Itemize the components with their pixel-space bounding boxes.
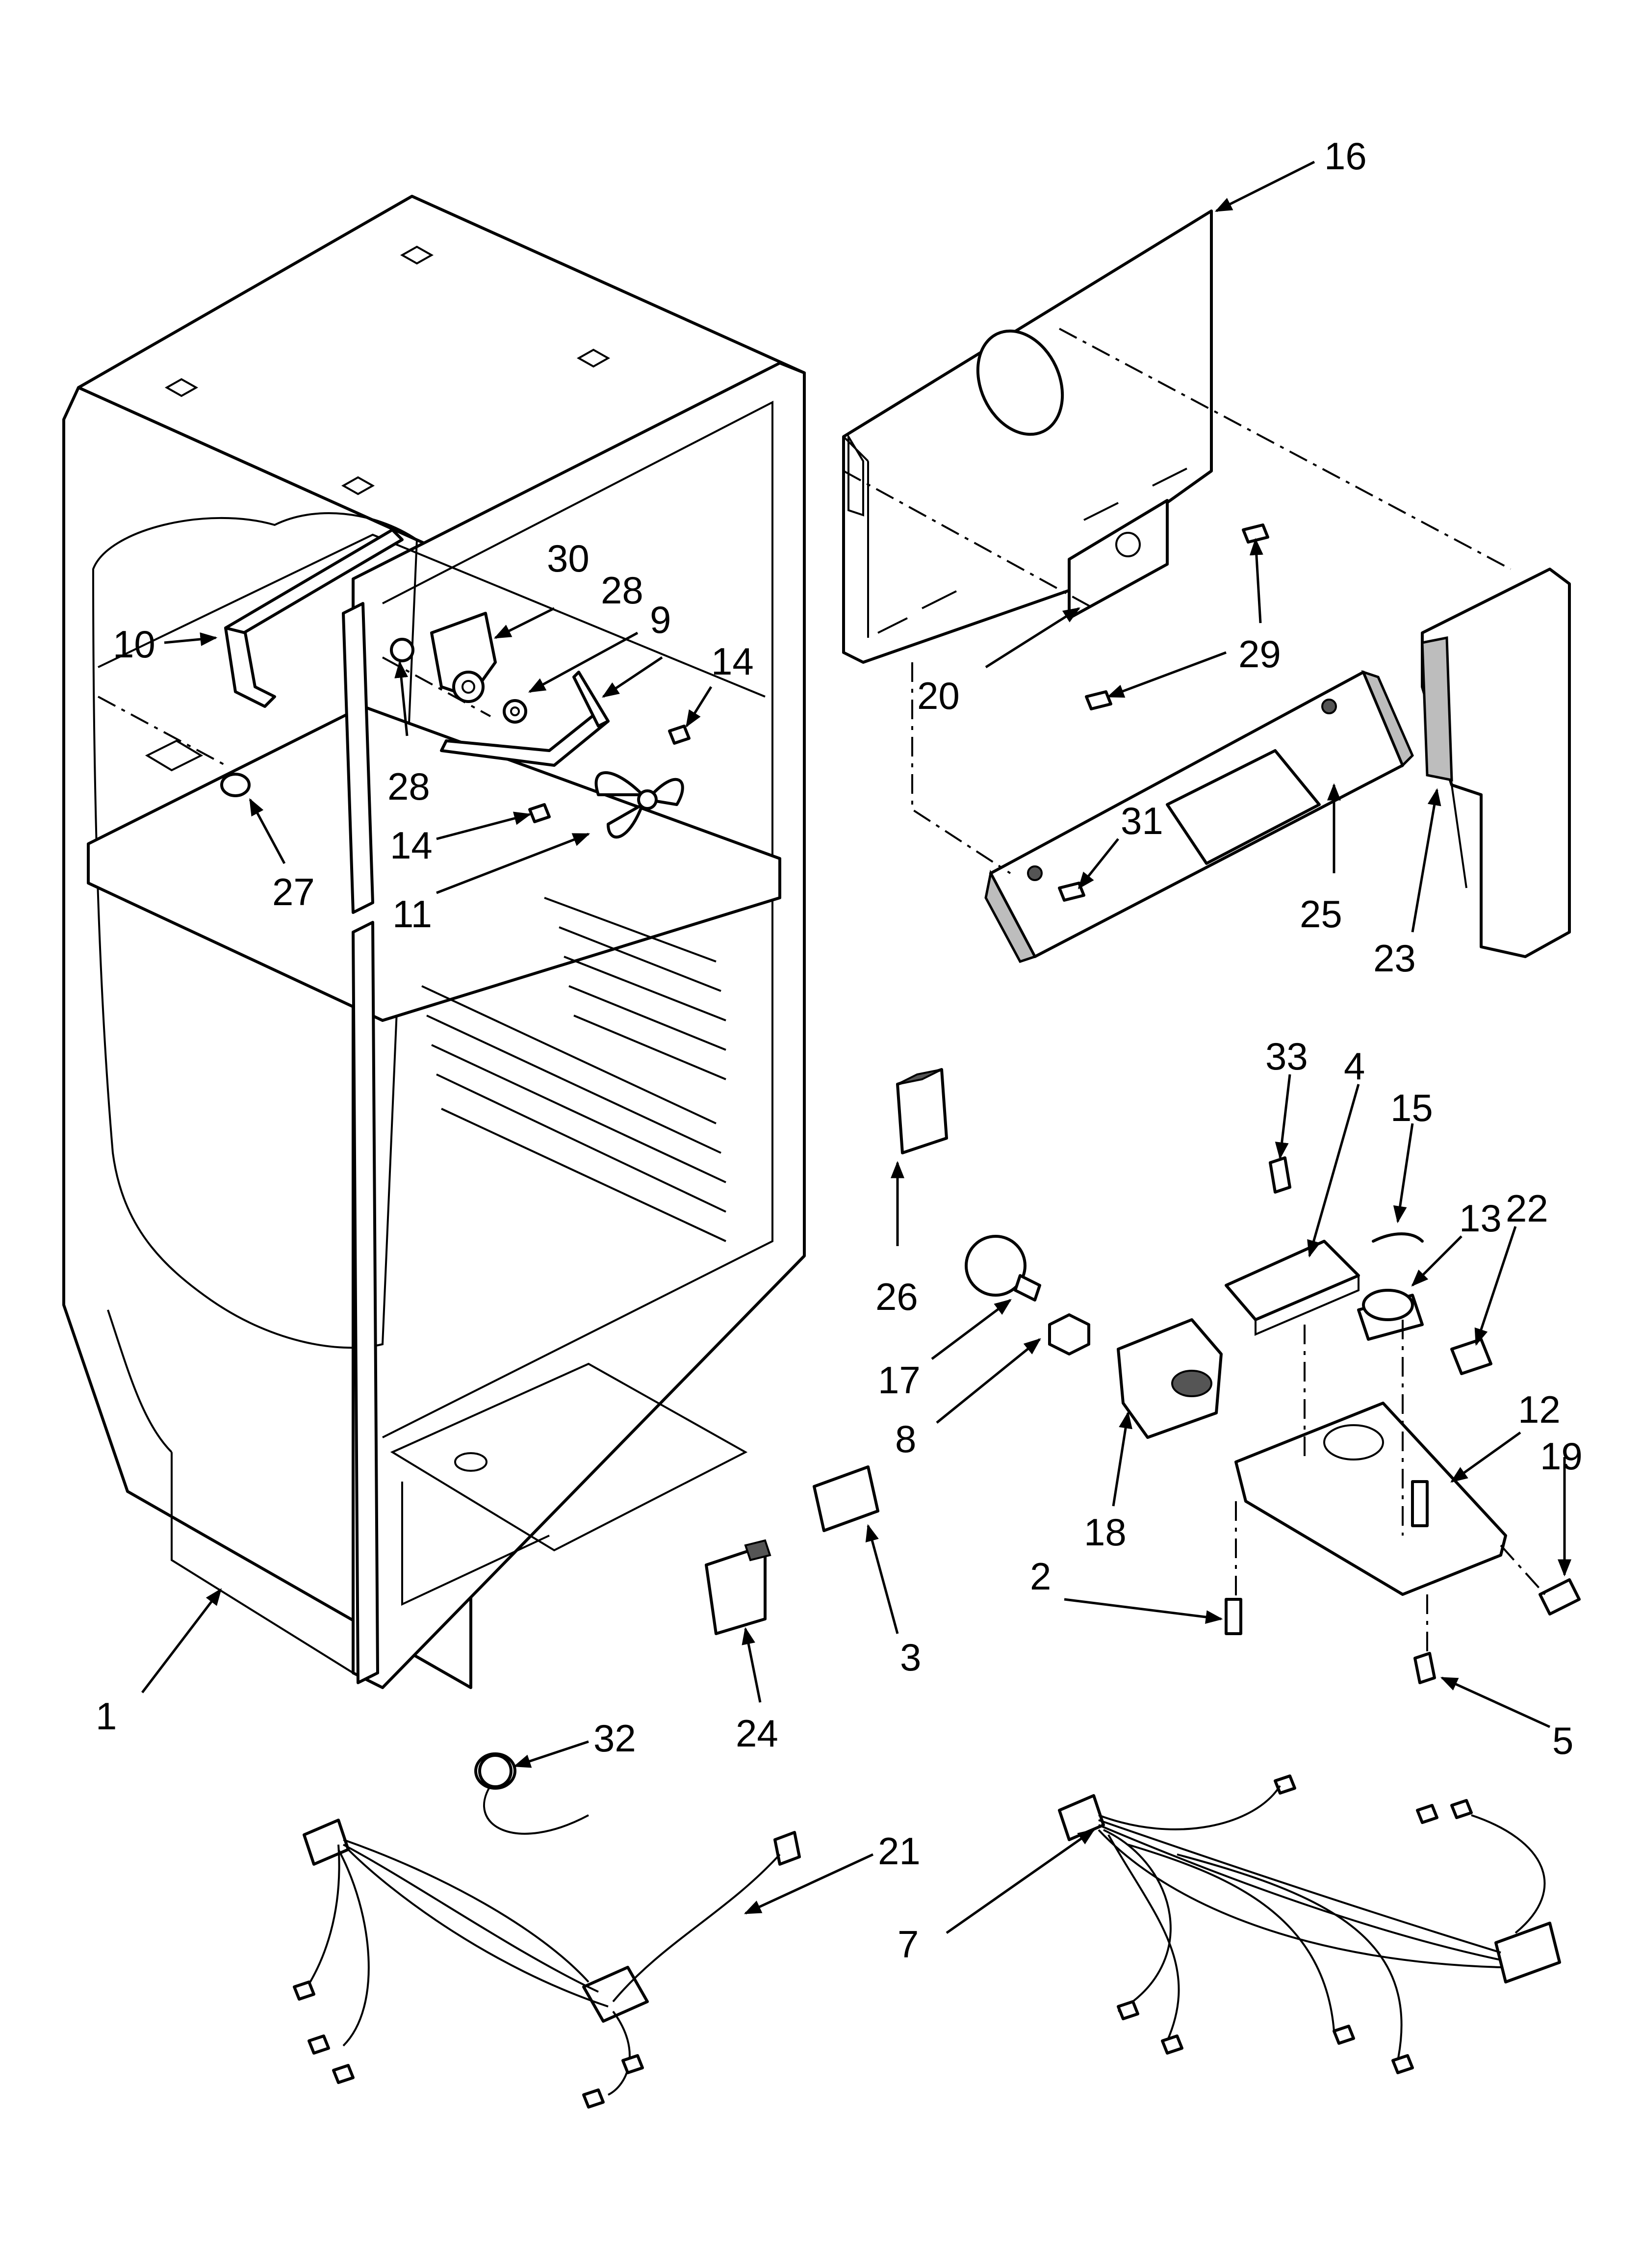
air-duct [1421,568,1571,958]
callout-20: 20 [917,674,960,717]
relay-3 [813,1465,879,1532]
screw-5 [1413,1652,1436,1684]
assembly-lines [98,328,1546,1653]
wire-harness-21 [293,1752,801,2109]
wire-15 [1372,1232,1424,1243]
control-board [1225,1240,1360,1336]
callout-22: 22 [1506,1187,1548,1230]
callout-32: 32 [593,1717,636,1760]
callout-21: 21 [878,1829,921,1873]
air-diffuser [984,670,1414,964]
callout-33: 33 [1265,1035,1308,1078]
callout-2: 2 [1030,1555,1051,1598]
callout-15: 15 [1390,1086,1433,1129]
control-housing [1234,1402,1507,1596]
screw-31 [1058,882,1085,902]
callout-27: 27 [272,870,315,913]
callout-1: 1 [96,1694,117,1738]
fan-motor-bracket [440,671,610,767]
pin-2 [1225,1598,1242,1635]
callout-arrows [141,160,1571,1934]
callout-23: 23 [1373,937,1416,980]
cold-control [430,612,497,703]
callout-14a: 14 [711,640,754,683]
callout-25: 25 [1300,892,1342,936]
callout-18: 18 [1084,1511,1127,1554]
relay-26 [896,1068,948,1154]
lamp-socket [1048,1313,1090,1356]
wire-harness-7 [1058,1774,1561,2074]
thermostat [1357,1289,1424,1341]
callout-28a: 28 [601,569,643,612]
cabinet-liner [62,195,806,1689]
callout-28b: 28 [387,765,430,808]
screw-33 [1269,1156,1291,1194]
callout-19: 19 [1540,1434,1583,1478]
callout-11: 11 [392,892,432,936]
callout-4: 4 [1344,1044,1365,1088]
screws-14 [528,725,691,823]
callout-24: 24 [736,1712,778,1755]
evaporator-cover [842,209,1213,664]
control-knobs [390,638,527,724]
callout-7: 7 [898,1923,919,1966]
callout-12: 12 [1518,1388,1561,1431]
callout-13: 13 [1459,1197,1502,1240]
overload-24 [705,1539,771,1635]
callout-26: 26 [875,1275,918,1318]
callout-9: 9 [650,598,671,641]
callout-17: 17 [878,1358,921,1402]
callout-16: 16 [1324,134,1367,178]
callout-30: 30 [547,537,590,580]
callout-3: 3 [900,1636,921,1679]
fan-bracket [224,528,404,708]
light-bulb [965,1235,1041,1302]
callout-14b: 14 [390,824,433,867]
connector-19 [1539,1578,1581,1616]
light-cover-knob [145,739,251,797]
switch-22 [1450,1338,1492,1375]
callout-31: 31 [1121,799,1163,842]
fan-blade [594,771,684,839]
thermistor-32 [478,1754,513,1788]
callout-29: 29 [1238,632,1281,676]
callout-8: 8 [895,1417,916,1460]
callout-10: 10 [113,623,155,666]
callout-labels: 16 10 30 28 9 14 28 14 11 27 29 20 31 25… [96,134,1583,1966]
light-shield [1117,1318,1223,1439]
callout-5: 5 [1552,1719,1573,1762]
screws-29 [1085,523,1269,710]
